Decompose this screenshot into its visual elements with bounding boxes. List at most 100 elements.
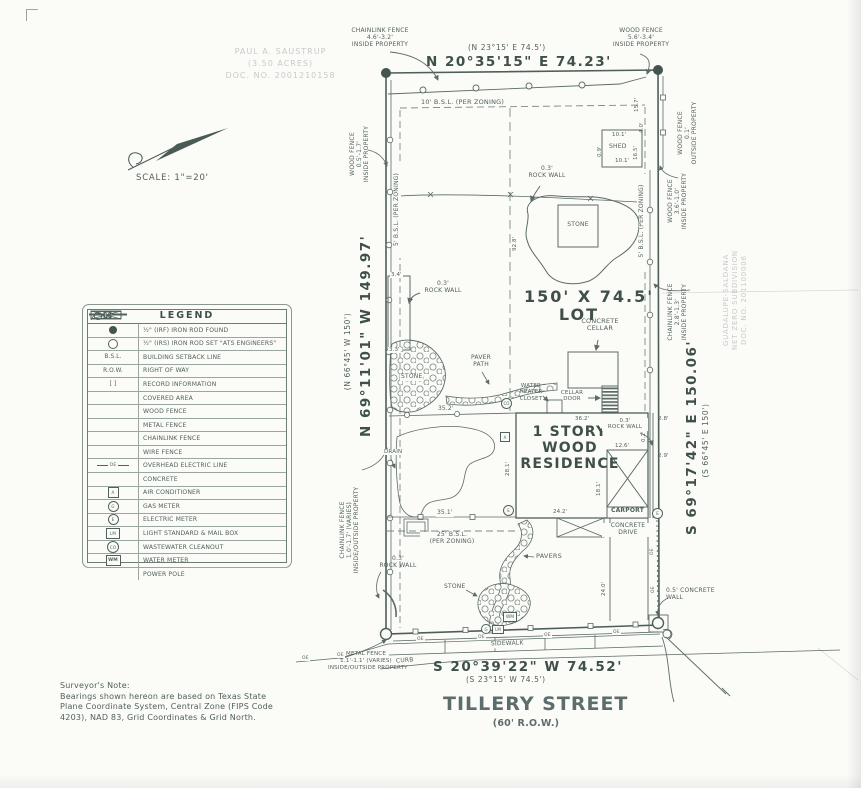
legend-label: COVERED AREA — [143, 394, 193, 402]
pavers-label: PAVERS — [536, 552, 562, 560]
surveyor-note-title: Surveyor's Note: — [60, 681, 130, 690]
legend: LEGEND ½" (IRF) IRON ROD FOUND ½" (IRS) … — [87, 309, 287, 581]
rock-wall-line: ROCK WALL — [379, 561, 417, 569]
legend-row-wood-fence: WOOD FENCE — [88, 313, 286, 419]
water-heater-line: CLOSET — [519, 395, 543, 402]
dim-10-1-top: 10.1' — [612, 132, 627, 138]
legend-label: RIGHT OF WAY — [143, 367, 190, 375]
legend-label: WASTEWATER CLEANOUT — [143, 543, 224, 551]
scan-edge-bottom — [0, 774, 861, 788]
rock-wall-line: ROCK WALL — [424, 286, 462, 294]
oe-label: OE — [612, 630, 621, 636]
legend-label: CHAINLINK FENCE — [143, 435, 201, 443]
legend-row-electric: E ELECTRIC METER — [88, 513, 286, 528]
dim-24-2: 24.2' — [552, 509, 569, 516]
dim-12-6: 12.6' — [615, 443, 630, 449]
oe-label: OE — [416, 637, 425, 643]
bearing-right: S 69°17'42" E 150.06' — [684, 339, 700, 535]
legend-label: ELECTRIC METER — [143, 516, 198, 524]
carport-outline — [606, 449, 649, 519]
legend-row-bsl: B.S.L. BUILDING SETBACK LINE — [88, 351, 286, 365]
adjoiner-line1: PAUL A. SAUSTRUP — [234, 47, 327, 56]
fence-note-wood-right-out: WOOD FENCE 0.1' OUTSIDE PROPERTY — [677, 94, 699, 172]
fence-note-chainlink-top: CHAINLINK FENCE 4.6'-3.2' INSIDE PROPERT… — [347, 27, 413, 49]
cleanout-icon: CO — [107, 541, 119, 554]
shed-outline — [601, 129, 643, 168]
drive-line: DRIVE — [618, 528, 638, 536]
bearing-right-record: (S 66°45' E 150') — [701, 403, 710, 478]
dim-15-7: 15.7' — [634, 97, 640, 112]
rock-wall-right — [639, 413, 654, 518]
legend-label: METAL FENCE — [143, 421, 187, 429]
drain-bed — [390, 426, 495, 518]
water-heater-label: WATER HEATER CLOSET — [514, 383, 548, 402]
electric-meter-icon: E — [107, 514, 119, 526]
overhead-electric-line — [295, 633, 661, 663]
front-pavers — [465, 519, 535, 634]
fence-note-line: CHAINLINK FENCE — [351, 27, 409, 34]
air-conditioner-icon: A — [107, 487, 119, 499]
iron-rod-found-icon — [109, 326, 117, 335]
dim-24-0: 24.0' — [601, 581, 607, 596]
rock-wall-top-label: 0.3' ROCK WALL — [522, 165, 572, 180]
stone-front-label: STONE — [444, 583, 466, 590]
scan-corner-mark — [26, 9, 38, 21]
light-mailbox-symbol: LM — [492, 625, 504, 634]
dim-0-2: 0.2' — [641, 431, 647, 442]
concrete-wall-line: 0.5' CONCRETE — [666, 587, 715, 594]
bsl-key: B.S.L. — [88, 351, 139, 364]
north-arrow-icon — [127, 128, 228, 171]
bsl-front-line: (PER ZONING) — [429, 537, 475, 545]
oe-label-drop: OE — [651, 578, 657, 594]
light-mailbox-icon: LM — [106, 527, 120, 539]
fence-note-line: INSIDE PROPERTY — [680, 172, 688, 230]
legend-row-irs: ½" (IRS) IRON ROD SET "ATS ENGINEERS" — [88, 337, 286, 352]
adjoiner-line3: DOC. NO. 2001210158 — [225, 71, 336, 80]
legend-row-cleanout: CO WASTEWATER CLEANOUT — [88, 540, 286, 555]
dim-3-4: 3.4' — [390, 272, 403, 279]
electric-meter-symbol: E — [503, 505, 514, 516]
cellar-line: CELLAR — [586, 324, 614, 333]
dim-0-9: 0.9' — [597, 146, 603, 157]
paver-path-label: PAVER PATH — [462, 354, 500, 369]
air-conditioner-symbol: A — [500, 432, 510, 442]
drive-line: CONCRETE — [610, 522, 646, 529]
rock-wall-line: 0.3' — [619, 418, 631, 424]
fence-note-chainlink-right: CHAINLINK FENCE 2.8'-1.3' INSIDE PROPERT… — [667, 276, 689, 348]
fence-note-line: 4.6'-3.2' — [366, 33, 394, 41]
oe-label: OE — [301, 656, 310, 662]
fence-note-line: METAL FENCE — [346, 651, 386, 657]
fence-note-line: INSIDE PROPERTY — [362, 125, 370, 183]
covered-area — [556, 517, 605, 538]
surveyor-note-line: Plane Coordinate System, Central Zone (F… — [60, 702, 273, 711]
legend-label: OVERHEAD ELECTRIC LINE — [143, 462, 228, 470]
water-heater-line: WATER — [520, 383, 542, 389]
residence-line: 1 STORY — [532, 424, 608, 440]
fence-note-line: 1.1'-1.1' (VARIES) — [340, 657, 392, 664]
iron-rod-set-icon — [108, 338, 118, 349]
dim-2-8: 2.8' — [658, 416, 669, 422]
carport-label: CARPORT — [610, 507, 644, 514]
legend-label: RECORD INFORMATION — [143, 380, 217, 388]
legend-label: POWER POLE — [143, 570, 185, 578]
dim-36-2: 36.2' — [575, 416, 590, 422]
rock-wall-line: 0.3' — [437, 280, 449, 287]
bearing-bottom: S 20°39'22" W 74.52' — [433, 659, 623, 675]
concrete-icon — [90, 311, 122, 319]
oe-label-drop: OE — [650, 540, 656, 556]
electric-meter-symbol-right: E — [652, 508, 663, 519]
cellar-door-line: CELLAR — [560, 390, 584, 396]
concrete-wall-line: WALL — [666, 593, 684, 601]
oe-line-icon — [118, 465, 130, 467]
scan-edge-right — [847, 0, 861, 788]
fence-note-chainlink-left: CHAINLINK FENCE 1.0'-1.7' (VARIES) INSID… — [339, 470, 361, 590]
oe-key: OE — [109, 463, 117, 469]
legend-label: LIGHT STANDARD & MAIL BOX — [143, 529, 239, 537]
dim-18-1: 18.1' — [596, 481, 602, 496]
rock-wall-right-label: 0.3' ROCK WALL — [602, 418, 648, 431]
residence-label: 1 STORY WOOD RESIDENCE — [506, 424, 634, 472]
fence-note-metal-bottom: METAL FENCE 1.1'-1.1' (VARIES) INSIDE/OU… — [328, 651, 408, 671]
bearing-top-record: (N 23°15' E 74.5') — [468, 43, 546, 52]
street-row: (60' R.O.W.) — [492, 718, 560, 729]
